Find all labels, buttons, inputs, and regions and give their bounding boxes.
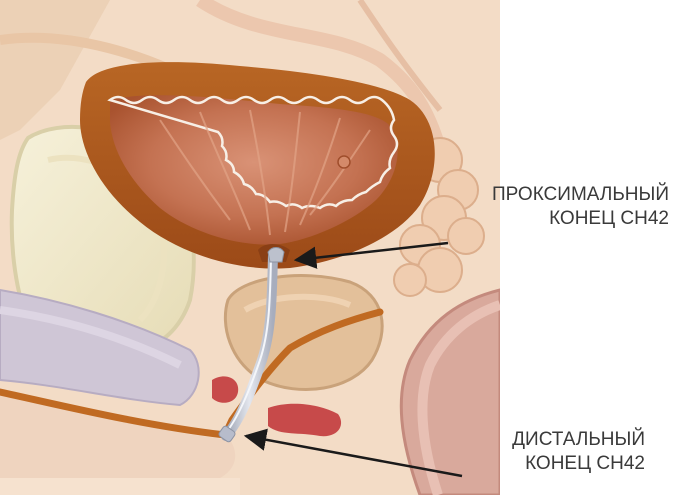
- urethral-sphincter: [212, 376, 238, 402]
- proximal-label-line1: ПРОКСИМАЛЬНЫЙ: [492, 183, 669, 207]
- distal-label-line2: КОНЕЦ CH42: [512, 452, 645, 476]
- ureteric-orifice: [338, 156, 350, 168]
- distal-end-label: ДИСТАЛЬНЫЙ КОНЕЦ CH42: [512, 428, 645, 476]
- proximal-label-line2: КОНЕЦ CH42: [492, 207, 669, 231]
- distal-label-line1: ДИСТАЛЬНЫЙ: [512, 428, 645, 452]
- prostate: [225, 276, 382, 390]
- catheter-proximal-tip: [268, 248, 284, 263]
- proximal-end-label: ПРОКСИМАЛЬНЫЙ КОНЕЦ CH42: [492, 183, 669, 231]
